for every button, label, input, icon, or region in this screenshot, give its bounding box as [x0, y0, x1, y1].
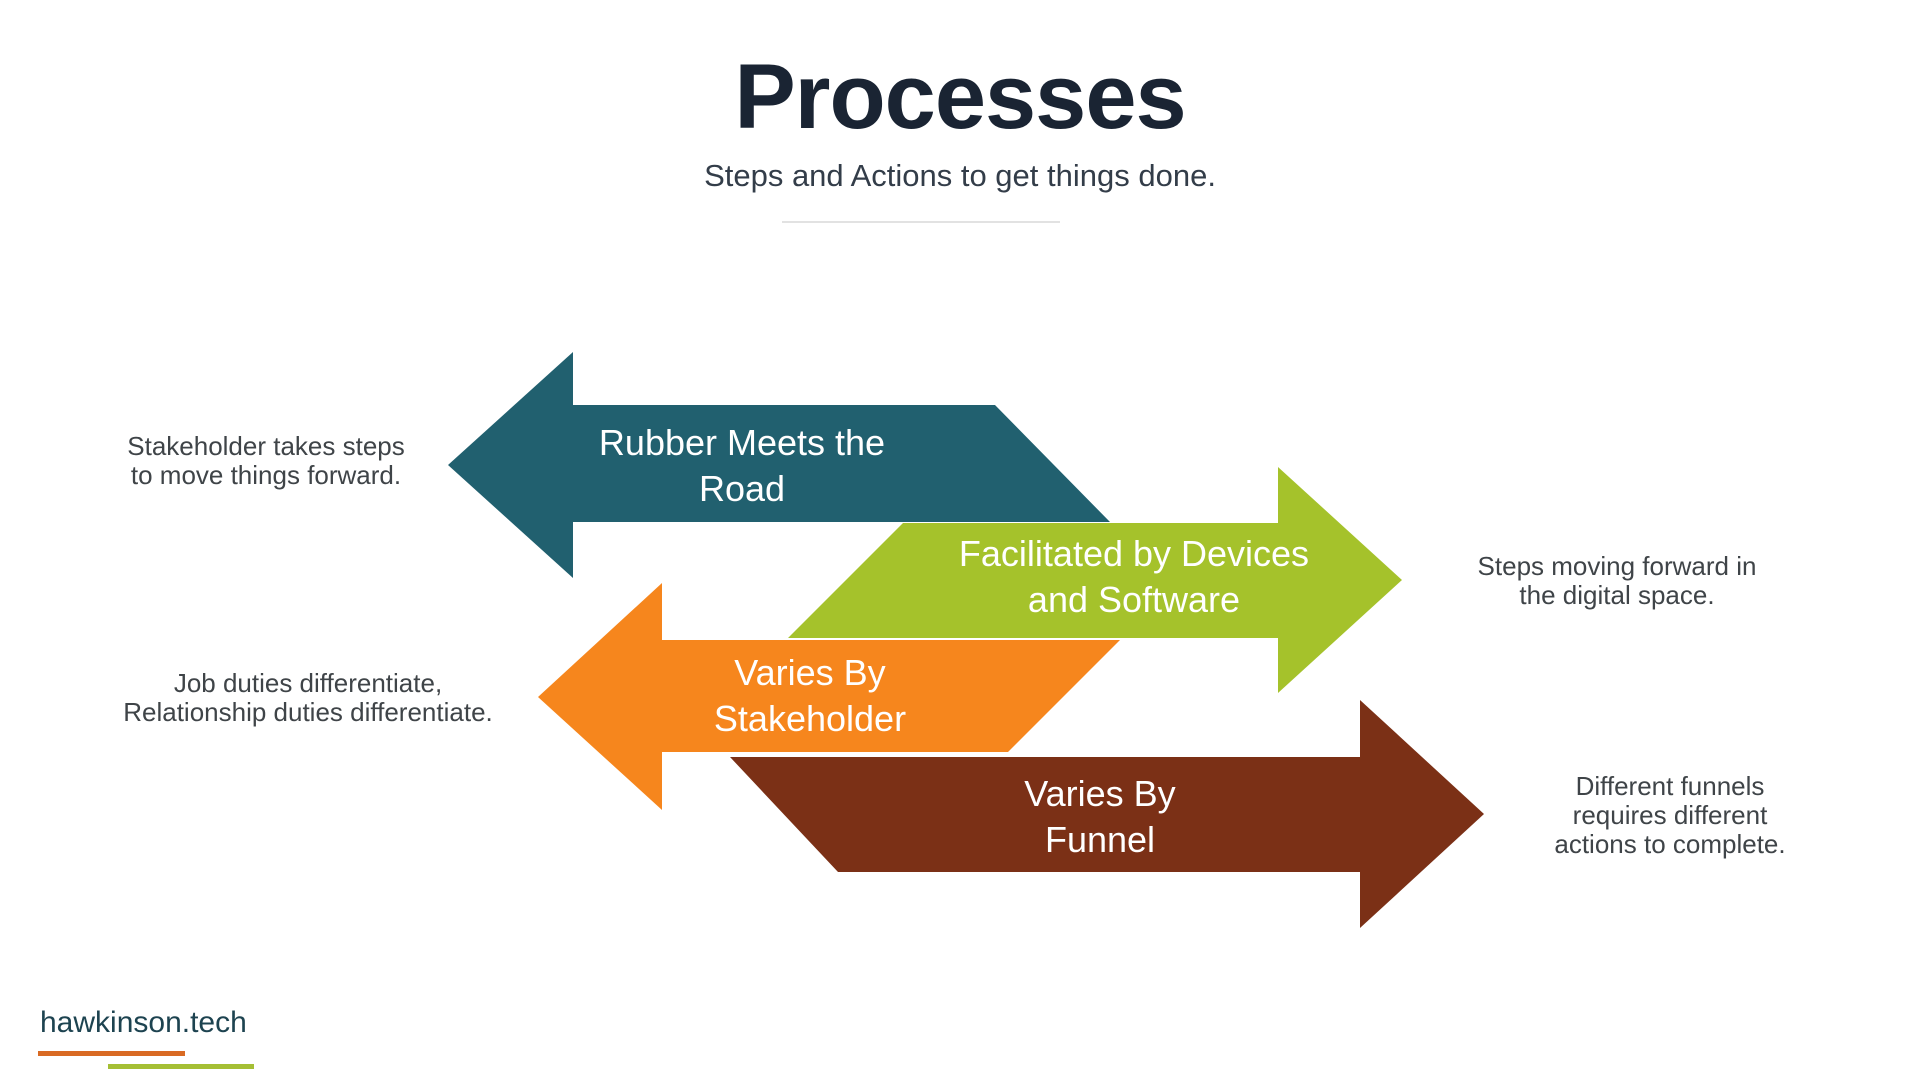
title-divider — [782, 221, 1060, 223]
arrow-shape-rubber-meets-the-road — [448, 352, 1110, 578]
page-title: Processes — [734, 46, 1186, 148]
footer-logo: hawkinson.tech — [40, 1006, 247, 1039]
arrow-label-varies-by-stakeholder: Varies By Stakeholder — [713, 652, 907, 739]
logo-underline-green-bar — [108, 1064, 254, 1069]
caption-rubber-meets-the-road: Stakeholder takes steps to move things f… — [127, 431, 405, 490]
caption-facilitated-by-devices: Steps moving forward in the digital spac… — [1477, 551, 1757, 610]
page-subtitle: Steps and Actions to get things done. — [704, 158, 1216, 193]
arrow-label-varies-by-funnel: Varies By Funnel — [1024, 773, 1176, 860]
arrow-shape-varies-by-stakeholder — [538, 583, 1120, 810]
arrow-label-rubber-meets-the-road: Rubber Meets the Road — [598, 422, 886, 509]
arrow-shape-facilitated-by-devices — [788, 467, 1402, 693]
arrow-label-facilitated-by-devices: Facilitated by Devices and Software — [958, 533, 1310, 620]
arrow-shape-varies-by-funnel — [730, 700, 1484, 928]
logo-underline-orange-bar — [38, 1051, 185, 1056]
caption-varies-by-funnel: Different funnels requires different act… — [1554, 771, 1786, 859]
caption-varies-by-stakeholder: Job duties differentiate, Relationship d… — [123, 668, 493, 727]
